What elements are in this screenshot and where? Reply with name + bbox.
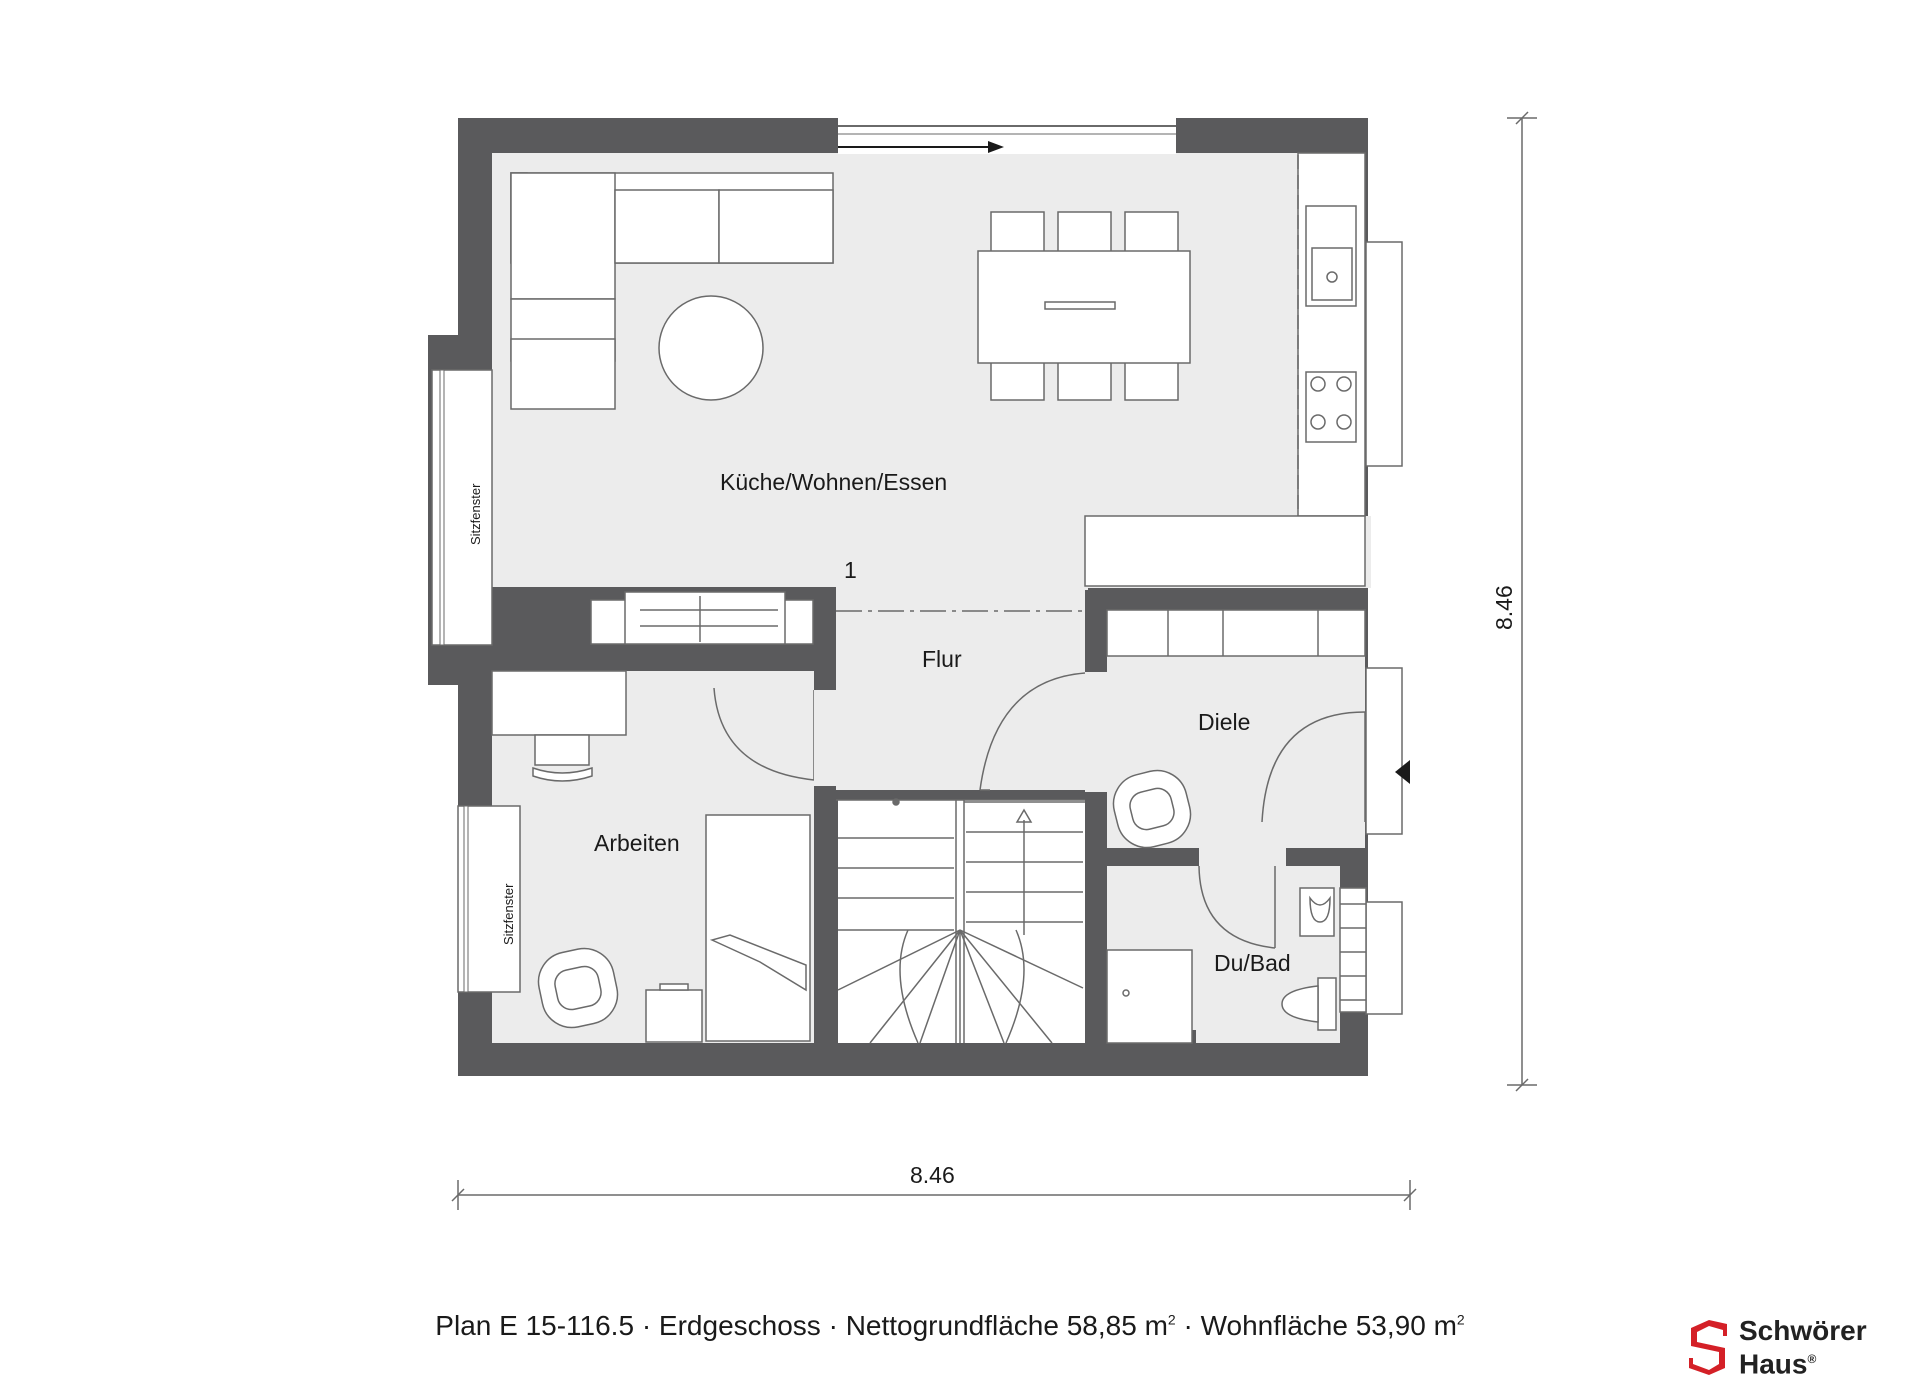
room-label-hallway: Flur <box>922 646 962 672</box>
room-label-foyer: Diele <box>1198 709 1250 735</box>
plan-caption: Plan E 15-116.5 · Erdgeschoss · Nettogru… <box>380 1310 1520 1342</box>
office-seat-window <box>457 805 521 993</box>
brand-logo-mark <box>1689 1320 1727 1375</box>
caption-separator: · <box>828 1310 838 1341</box>
floor-name: Erdgeschoss <box>658 1310 821 1341</box>
interior-walls <box>492 587 1367 1044</box>
door-openings <box>814 672 1286 866</box>
caption-separator: · <box>641 1310 652 1341</box>
foyer-wardrobe <box>1106 609 1366 657</box>
kitchen-counter <box>1084 152 1366 587</box>
caption-separator: · <box>1183 1310 1193 1341</box>
seat-window-label-west: Sitzfenster <box>468 483 483 545</box>
section-number: 1 <box>844 557 857 583</box>
west-bay-window <box>428 335 493 685</box>
foyer-armchair <box>1112 769 1192 849</box>
seat-window-label-office: Sitzfenster <box>501 883 516 945</box>
dimension-height <box>1507 111 1537 1092</box>
office-side-table <box>645 983 703 1043</box>
bathroom-fixtures <box>1106 887 1367 1044</box>
brand-name: Schwörer Haus® <box>1739 1316 1867 1378</box>
north-sliding-door <box>838 118 1176 154</box>
entry-marker <box>1395 760 1410 784</box>
dimension-height-label: 8.46 <box>1491 585 1517 630</box>
office-armchair <box>537 947 619 1029</box>
office-desk <box>491 670 627 782</box>
living-area-exponent: 2 <box>1456 1311 1465 1328</box>
net-area-exponent: 2 <box>1167 1311 1176 1328</box>
sideboard <box>590 591 814 645</box>
round-rug <box>658 295 764 401</box>
room-label-office: Arbeiten <box>594 830 680 856</box>
dimension-width-label: 8.46 <box>910 1162 955 1188</box>
dining-table <box>977 211 1191 401</box>
room-label-kitchen-living-dining: Küche/Wohnen/Essen <box>720 469 947 495</box>
room-label-bathroom: Du/Bad <box>1214 950 1291 976</box>
section-line: 1 <box>836 557 1085 612</box>
east-windows <box>1365 241 1403 1015</box>
brand-line-1: Schwörer <box>1739 1315 1867 1346</box>
net-area: Nettogrundfläche 58,85 m <box>845 1310 1168 1341</box>
living-area: Wohnfläche 53,90 m <box>1200 1310 1457 1341</box>
brand-logo: Schwörer Haus® <box>1687 1316 1907 1378</box>
plan-number: Plan E 15-116.5 <box>435 1310 635 1341</box>
brand-registered: ® <box>1807 1352 1817 1366</box>
sofa <box>510 172 834 410</box>
dimension-width <box>451 1180 1417 1210</box>
office-bed <box>705 814 811 1042</box>
brand-line-2: Haus® <box>1739 1345 1867 1378</box>
brand-line-2-text: Haus <box>1739 1348 1808 1380</box>
floor-area <box>458 118 1371 1076</box>
staircase <box>836 798 1085 1044</box>
